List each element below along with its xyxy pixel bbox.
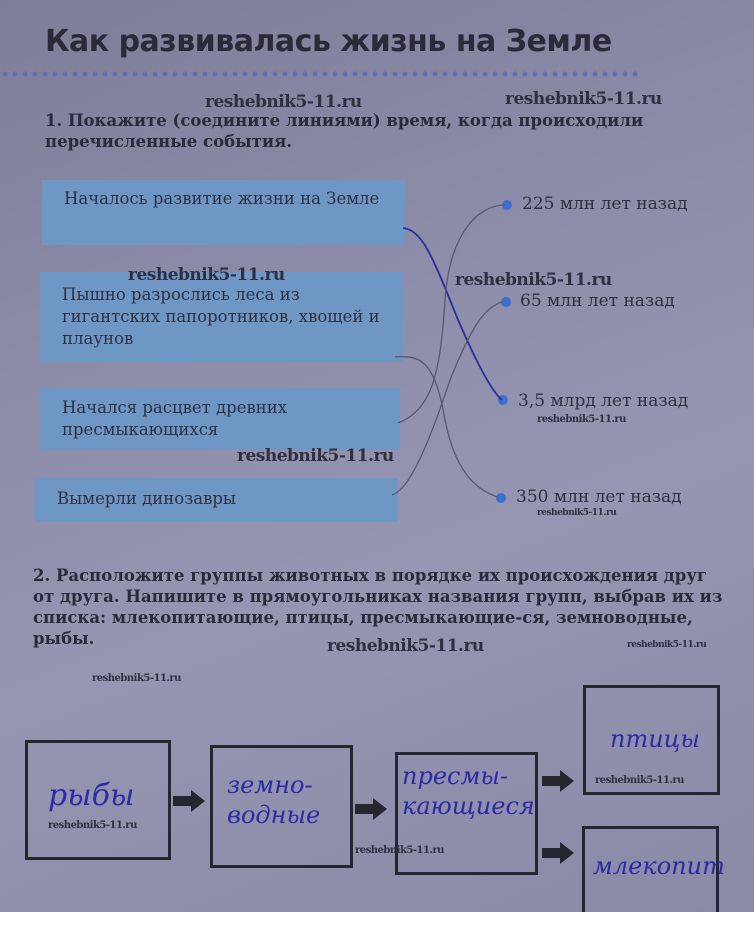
watermark: reshebnik5-11.ru xyxy=(128,265,285,285)
watermark: reshebnik5-11.ru xyxy=(327,636,484,656)
handwritten-answer: земно-водные xyxy=(227,771,321,829)
watermark: reshebnik5-11.ru xyxy=(205,92,362,112)
time-dot xyxy=(498,395,508,405)
answer-box: рыбы xyxy=(25,740,171,860)
arrow-right-icon xyxy=(542,770,574,792)
event-box: Начался расцвет древних пресмыкающихся xyxy=(40,388,400,450)
connection-line xyxy=(402,227,503,401)
answer-box: птицы xyxy=(583,685,720,795)
connection-line xyxy=(397,204,506,424)
time-dot xyxy=(501,297,511,307)
event-box: Пышно разрослись леса из гигантских папо… xyxy=(40,272,403,362)
task1-text: 1. Покажите (соедините линиями) время, к… xyxy=(45,111,644,151)
watermark: reshebnik5-11.ru xyxy=(237,446,394,466)
handwritten-answer: млекопит xyxy=(593,852,725,880)
event-box: Вымерли динозавры xyxy=(35,478,398,522)
watermark: reshebnik5-11.ru xyxy=(505,89,662,109)
handwritten-answer: птицы xyxy=(610,725,700,753)
arrow-right-icon xyxy=(173,790,205,812)
time-label: 65 млн лет назад xyxy=(520,291,675,311)
answer-box: земно-водные xyxy=(210,745,353,868)
time-label: 350 млн лет назад xyxy=(516,487,682,507)
event-box: Началось развитие жизни на Земле xyxy=(42,180,405,245)
watermark: reshebnik5-11.ru xyxy=(48,820,137,831)
watermark: reshebnik5-11.ru xyxy=(537,508,617,518)
time-label: 225 млн лет назад xyxy=(522,194,688,214)
time-label: 3,5 млрд лет назад xyxy=(518,391,689,411)
watermark: reshebnik5-11.ru xyxy=(92,673,181,684)
arrow-right-icon xyxy=(355,798,387,820)
answer-box: млекопит xyxy=(582,826,725,926)
watermark: reshebnik5-11.ru xyxy=(537,414,626,425)
connection-line xyxy=(394,356,499,498)
time-dot xyxy=(502,200,512,210)
textbook-page-photo: Как развивалась жизнь на Земле 1. Покажи… xyxy=(0,0,754,926)
answer-box: пресмы-кающиеся xyxy=(395,752,538,875)
connection-line xyxy=(391,301,504,496)
handwritten-answer: пресмы-кающиеся xyxy=(402,762,535,820)
handwritten-answer: рыбы xyxy=(48,778,135,813)
time-dot xyxy=(496,493,506,503)
connection-lines xyxy=(391,204,506,498)
page-title: Как развивалась жизнь на Земле xyxy=(45,24,612,59)
watermark: reshebnik5-11.ru xyxy=(355,845,444,856)
dotted-divider xyxy=(0,70,640,78)
watermark: reshebnik5-11.ru xyxy=(595,775,684,786)
bottom-margin xyxy=(0,912,754,945)
task2-text: 2. Расположите группы животных в порядке… xyxy=(33,566,723,648)
watermark: reshebnik5-11.ru xyxy=(455,270,612,290)
watermark: reshebnik5-11.ru xyxy=(627,640,707,650)
arrow-right-icon xyxy=(542,842,574,864)
